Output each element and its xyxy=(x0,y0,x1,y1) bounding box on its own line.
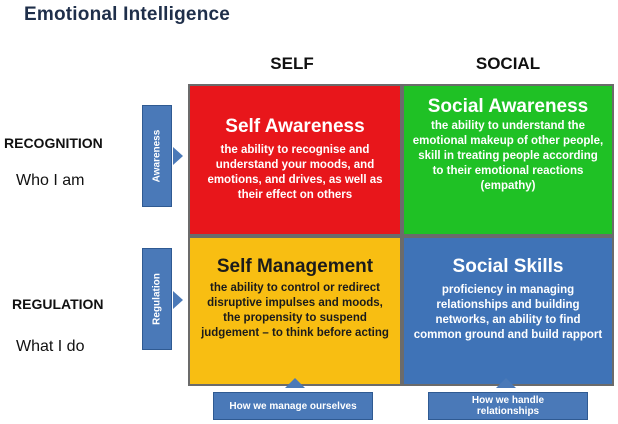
awareness-arrow-icon xyxy=(173,147,183,165)
row-header-recognition: RECOGNITION xyxy=(4,135,103,151)
row-subtitle-regulation: What I do xyxy=(16,338,85,355)
quadrant-self-awareness: Self Awareness the ability to recognise … xyxy=(188,84,402,236)
quadrant-description: proficiency in managing relationships an… xyxy=(413,284,603,341)
regulation-arrow-icon xyxy=(173,291,183,309)
regulation-tab: Regulation xyxy=(142,248,172,350)
quadrant-title: Social Awareness xyxy=(427,96,589,117)
column-header-self: SELF xyxy=(270,54,314,73)
quadrant-title: Self Awareness xyxy=(225,116,365,137)
awareness-tab-label: Awareness xyxy=(151,129,163,183)
diagram-title: Emotional Intelligence xyxy=(24,4,231,25)
bottom-tab-self-label: How we manage ourselves xyxy=(229,400,357,412)
bottom-tab-social-label: How we handle relationships xyxy=(471,395,545,417)
row-subtitle-recognition: Who I am xyxy=(16,172,85,189)
quadrant-description: the ability to understand the emotional … xyxy=(412,120,604,192)
row-header-regulation: REGULATION xyxy=(12,296,104,312)
awareness-tab: Awareness xyxy=(142,105,172,207)
quadrant-social-awareness: Social Awareness the ability to understa… xyxy=(402,84,614,236)
quadrant-social-skills: Social Skills proficiency in managing re… xyxy=(402,236,614,386)
quadrant-description: the ability to control or redirect disru… xyxy=(201,282,389,339)
bottom-tab-self: How we manage ourselves xyxy=(213,392,373,420)
quadrant-title: Self Management xyxy=(216,256,374,277)
quadrant-title: Social Skills xyxy=(452,256,564,277)
manage-ourselves-arrow-icon xyxy=(285,378,305,388)
column-header-social: SOCIAL xyxy=(475,54,541,73)
quadrant-description: the ability to recognise and understand … xyxy=(207,144,383,201)
quadrant-self-management: Self Management the ability to control o… xyxy=(188,236,402,386)
bottom-tab-social: How we handle relationships xyxy=(428,392,588,420)
regulation-tab-label: Regulation xyxy=(151,273,163,325)
handle-relationships-arrow-icon xyxy=(496,378,516,388)
